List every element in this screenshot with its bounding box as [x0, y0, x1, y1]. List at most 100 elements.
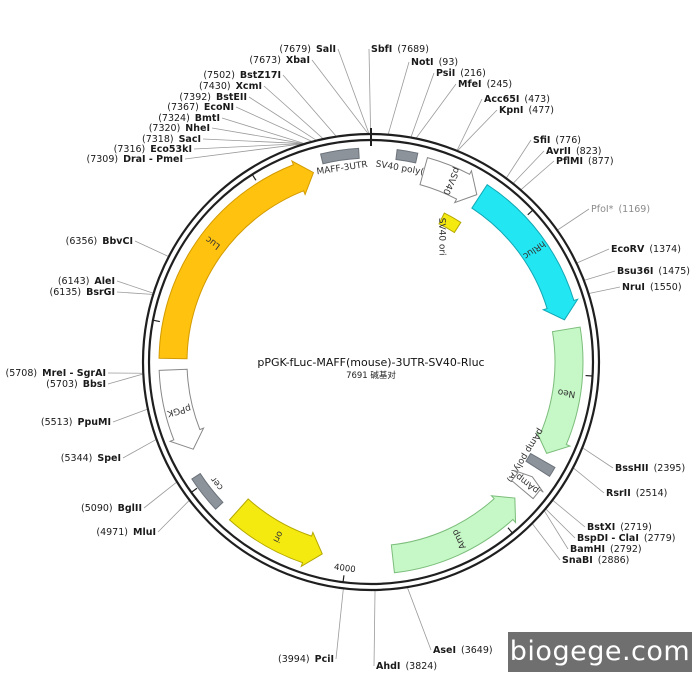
- site-snabi: SnaBI (2886): [562, 555, 629, 566]
- site-leader: [282, 74, 337, 136]
- scale-tick: [152, 319, 160, 323]
- site-name: AhdI: [376, 661, 400, 672]
- site-leader: [157, 500, 190, 533]
- site-position: (7430): [199, 81, 231, 92]
- feature-cer: [191, 472, 224, 510]
- site-name: XbaI: [286, 55, 310, 66]
- site-sfii: SfiI(776): [533, 135, 581, 146]
- plasmid-title: pPGK-fLuc-MAFF(mouse)-3UTR-SV40-Rluc: [257, 356, 484, 369]
- site-position: (7324): [158, 113, 190, 124]
- site-name: SnaBI: [562, 555, 593, 566]
- site-name: MluI: [133, 527, 156, 538]
- site-leader: [202, 138, 303, 144]
- site-name: AseI: [433, 645, 456, 656]
- site-position: (7679): [279, 44, 311, 55]
- site-position: (5344): [61, 453, 93, 464]
- site-leader: [573, 468, 605, 494]
- site-bsrgi: BsrGI(6135): [49, 287, 115, 298]
- feature-psv40: [419, 157, 478, 204]
- site-sali: SalI (7679): [279, 44, 336, 55]
- site-leader: [337, 48, 370, 134]
- scale-tick: [251, 174, 257, 181]
- feature-luc: [158, 159, 315, 360]
- feature-label: SV40 ori: [436, 218, 446, 256]
- site-xbai: XbaI(7673): [249, 55, 310, 66]
- site-name: BamHI: [570, 544, 605, 555]
- site-position: (2719): [620, 522, 652, 533]
- site-leader: [112, 409, 148, 423]
- site-name: DraI - PmeI: [123, 154, 183, 165]
- site-name: NotI: [411, 57, 434, 68]
- site-kpni: KpnI(477): [499, 105, 554, 116]
- site-leader: [221, 117, 304, 144]
- site-bglii: BglII(5090): [81, 503, 142, 514]
- site-leader: [457, 109, 498, 151]
- site-leader-lines: [107, 48, 621, 667]
- site-name: SalI: [316, 44, 336, 55]
- site-acc65i: Acc65I(473): [484, 94, 550, 105]
- site-name: Eco53kI: [150, 144, 192, 155]
- site-leader: [544, 511, 569, 550]
- site-name: BmtI: [195, 113, 220, 124]
- site-leader: [506, 139, 532, 178]
- site-name: EcoRV: [611, 244, 645, 255]
- site-leader: [584, 270, 616, 281]
- site-leader: [134, 240, 169, 257]
- site-leader: [373, 590, 376, 667]
- site-bspdi-clai: BspDI - ClaI(2779): [577, 533, 675, 544]
- site-leader: [263, 85, 323, 139]
- site-position: (6356): [66, 236, 98, 247]
- site-name: PciI: [315, 654, 334, 665]
- site-position: (7316): [114, 144, 146, 155]
- site-asei: AseI (3649): [433, 645, 493, 656]
- site-bamhi: BamHI(2792): [570, 544, 642, 555]
- site-name: BsrGI: [86, 287, 115, 298]
- feature-neo: [535, 326, 584, 454]
- site-name: BstXI: [587, 522, 615, 533]
- feature-ppgk: [158, 368, 205, 450]
- site-name: BbsI: [83, 379, 106, 390]
- site-bstz17i: BstZ17I(7502): [203, 70, 281, 81]
- site-xcmi: XcmI(7430): [199, 81, 262, 92]
- site-position: (5513): [41, 417, 73, 428]
- site-name: BstZ17I: [240, 70, 281, 81]
- site-name: SbfI: [371, 44, 392, 55]
- site-position: (3649): [461, 645, 493, 656]
- site-leader: [532, 523, 561, 561]
- site-position: (1550): [650, 282, 682, 293]
- site-ecorv: EcoRV(1374): [611, 244, 681, 255]
- site-position: (2886): [598, 555, 630, 566]
- site-name: PpuMI: [77, 417, 111, 428]
- site-bsu36i: Bsu36I(1475): [617, 266, 690, 277]
- site-position: (5708): [6, 368, 38, 379]
- site-leader: [311, 59, 368, 134]
- scale-tick: [342, 575, 345, 583]
- feature-ori: [228, 498, 323, 568]
- site-alei: AleI(6143): [58, 276, 115, 287]
- feature-label: Neo: [557, 386, 577, 399]
- site-leader: [184, 143, 301, 160]
- site-leader: [107, 373, 143, 385]
- site-position: (477): [528, 105, 554, 116]
- site-leader: [552, 500, 586, 528]
- site-rsrii: RsrII(2514): [606, 488, 667, 499]
- site-bbsi: BbsI(5703): [46, 379, 106, 390]
- site-leader: [193, 143, 302, 150]
- site-position: (2779): [644, 533, 676, 544]
- site-position: (877): [588, 156, 614, 167]
- site-bsteii: BstEII(7392): [179, 92, 247, 103]
- site-pfoi-: PfoI*(1169): [591, 204, 650, 215]
- site-mfei: MfeI(245): [458, 79, 512, 90]
- site-nrui: NruI(1550): [622, 282, 682, 293]
- site-position: (473): [524, 94, 550, 105]
- feature-label: ori: [270, 529, 284, 544]
- site-bsshii: BssHII(2395): [615, 463, 685, 474]
- site-position: (5090): [81, 503, 113, 514]
- feature-pamp-poly-a-: [525, 452, 556, 478]
- site-mrei-sgrai: MreI - SgrAI(5708): [6, 368, 106, 379]
- site-leader: [545, 509, 576, 539]
- site-name: BbvCI: [102, 236, 133, 247]
- scale-tick: [190, 487, 198, 493]
